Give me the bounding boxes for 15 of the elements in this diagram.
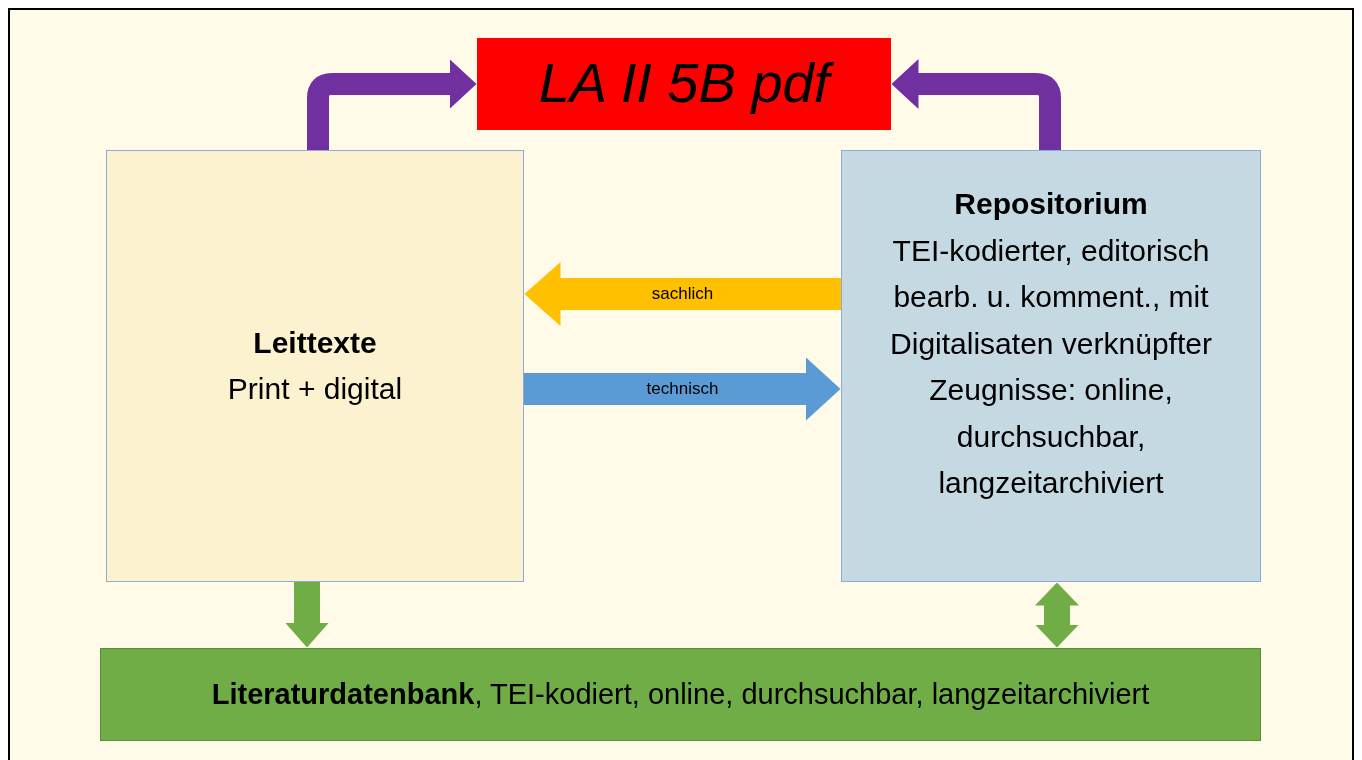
block-arrow xyxy=(524,262,841,326)
process-box xyxy=(106,150,524,582)
process-box xyxy=(841,150,1261,582)
box-heading: Repositorium xyxy=(954,186,1148,222)
edge-label: technisch xyxy=(646,379,719,399)
arrow xyxy=(285,582,329,648)
arrow xyxy=(891,59,1061,150)
title-box: LA II 5B pdf xyxy=(477,38,891,130)
edge-label: sachlich xyxy=(651,284,714,304)
arrow xyxy=(307,59,477,150)
database-box: Literaturdatenbank, TEI-kodiert, online, durchsuchbar, langzeitarchiviert xyxy=(100,648,1261,741)
box-heading: Leittexte xyxy=(253,324,377,361)
box-text: Print + digital xyxy=(227,371,403,407)
arrow xyxy=(1035,582,1079,648)
box-text: TEI-kodierter, editorisch bearb. u. komment., mit Digitalisaten verknüpfter Zeugnisse: online, durchsuchbar, langzeitarchiviert xyxy=(889,232,1213,501)
